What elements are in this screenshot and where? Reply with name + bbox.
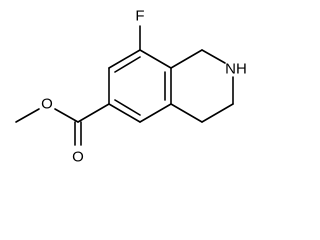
bond-c-o-single	[54, 108, 79, 123]
bond-c5-c6	[108, 103, 141, 123]
bond-c4a-c5	[139, 103, 172, 123]
amine-label: NH	[225, 61, 247, 78]
bond-c7-c8	[108, 49, 141, 69]
bond-c1-n2	[201, 49, 226, 64]
bond-c4-c4a	[170, 103, 203, 123]
ether-oxygen-label: O	[41, 96, 53, 113]
bond-c8-c8a	[139, 49, 172, 69]
bond-c6-ccarbonyl	[77, 103, 110, 123]
bond-c8a-c1	[170, 49, 203, 69]
bond-c3-c4	[201, 103, 234, 123]
bond-c7-c8-inner	[114, 56, 141, 73]
carbonyl-oxygen-label: O	[72, 149, 84, 166]
structure-drawing: F NH O O	[15, 8, 247, 166]
molecule-canvas: F NH O O	[15, 8, 247, 166]
bond-c5-c6-inner	[114, 99, 141, 116]
bond-o-ch3	[15, 108, 40, 123]
fluorine-label: F	[135, 8, 144, 25]
